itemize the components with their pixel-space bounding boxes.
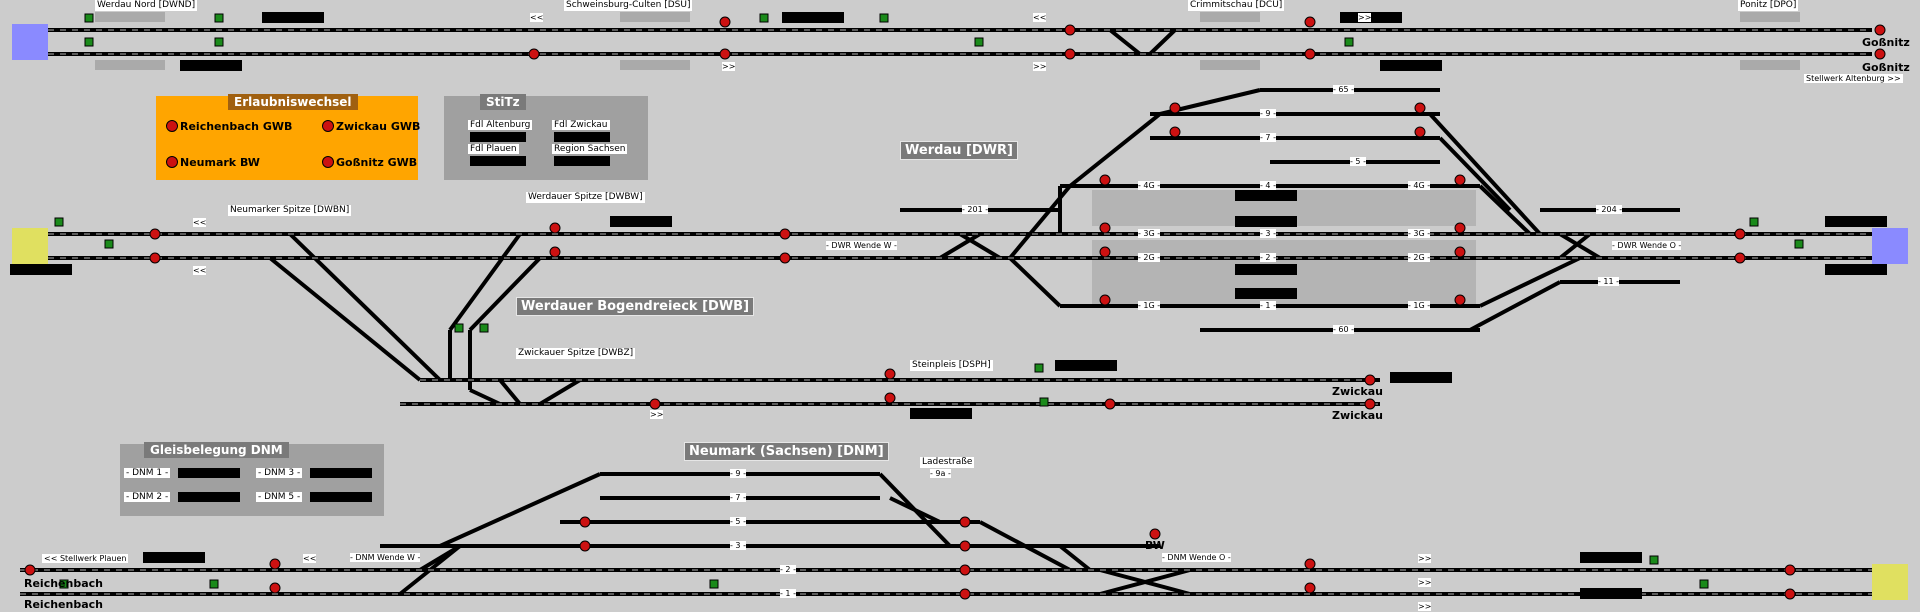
bw-label[interactable]: BW	[1145, 539, 1165, 552]
stitz-panel: StiTz Fdl Altenburg Fdl Zwickau Fdl Plau…	[444, 94, 648, 180]
gleisbelegung-title: Gleisbelegung DNM	[144, 442, 289, 458]
track-label-n5: - 5 -	[730, 517, 746, 526]
track-label-4: - 4 -	[1260, 181, 1276, 190]
station-label-dwnd: Werdau Nord [DWND]	[95, 0, 198, 11]
endpoint-block-west-mid[interactable]	[12, 228, 48, 264]
stitz-fdl-plauen-counter	[470, 156, 526, 166]
stitz-fdl-zwickau-counter	[554, 132, 610, 142]
arrow-left-4[interactable]: <<	[193, 266, 207, 275]
track-label-4g: - 4G -	[1138, 181, 1161, 190]
arrow-left-1[interactable]: <<	[530, 13, 544, 22]
station-label-dwbn: Neumarker Spitze [DWBN]	[228, 205, 352, 216]
arrow-right-3[interactable]: >>	[1033, 62, 1047, 71]
track-label-2g: - 2G -	[1138, 253, 1161, 262]
zwickau-endpoint-1[interactable]: Zwickau	[1332, 385, 1383, 398]
track-label-dnm-wende-o: - DNM Wende O -	[1162, 553, 1231, 562]
track-label-n1: - 1 -	[780, 589, 796, 598]
arrow-left-3[interactable]: <<	[193, 218, 207, 227]
arrow-right-6[interactable]: >>	[1418, 578, 1432, 587]
reichenbach-gwb-dot[interactable]	[166, 120, 178, 132]
track-label-204: - 204 -	[1596, 205, 1623, 214]
zwickau-gwb-dot[interactable]	[322, 120, 334, 132]
track-label-n9a: - 9a -	[930, 469, 951, 478]
station-label-dwbw: Werdauer Spitze [DWBW]	[526, 192, 645, 203]
stitz-title: StiTz	[480, 94, 526, 110]
track-label-3g: - 3G -	[1138, 229, 1161, 238]
track-label-n9: - 9 -	[730, 469, 746, 478]
reichenbach-endpoint-1[interactable]: Reichenbach	[24, 577, 103, 590]
stitz-fdl-altenburg-counter	[470, 132, 526, 142]
track-label-2: - 2 -	[1260, 253, 1276, 262]
station-label-dpo: Ponitz [DPO]	[1738, 0, 1799, 11]
track-label-3: - 3 -	[1260, 229, 1276, 238]
track-label-7: - 7 -	[1260, 133, 1276, 142]
arrow-right-4[interactable]: >>	[650, 410, 664, 419]
track-label-65: - 65 -	[1333, 85, 1355, 94]
area-title-dwr: Werdau [DWR]	[900, 141, 1018, 160]
zwickau-gwb-label[interactable]: Zwickau GWB	[336, 120, 421, 133]
station-label-dsph: Steinpleis [DSPH]	[910, 360, 993, 371]
gossnitz-gwb-dot[interactable]	[322, 156, 334, 168]
track-label-1g: - 1G -	[1138, 301, 1161, 310]
track-label-1: - 1 -	[1260, 301, 1276, 310]
dnm-2-counter	[178, 492, 240, 502]
dnm-1-label: - DNM 1 -	[124, 468, 171, 478]
track-label-5: - 5 -	[1350, 157, 1366, 166]
endpoint-block-east-bottom[interactable]	[1872, 564, 1908, 600]
dnm-3-label: - DNM 3 -	[256, 468, 303, 478]
station-label-dsu: Schweinsburg-Culten [DSU]	[564, 0, 693, 11]
stitz-region-sachsen: Region Sachsen	[552, 144, 628, 154]
arrow-left-2[interactable]: <<	[1033, 13, 1047, 22]
reichenbach-gwb-label[interactable]: Reichenbach GWB	[180, 120, 293, 133]
track-label-11: - 11 -	[1598, 277, 1620, 286]
area-title-dwb: Werdauer Bogendreieck [DWB]	[516, 297, 755, 316]
track-label-201: - 201 -	[962, 205, 989, 214]
track-label-n3: - 3 -	[730, 541, 746, 550]
dnm-3-counter	[310, 468, 372, 478]
stellwerk-altenburg-link[interactable]: Stellwerk Altenburg >>	[1804, 74, 1903, 83]
arrow-right-1[interactable]: >>	[1358, 13, 1372, 22]
neumark-bw-label[interactable]: Neumark BW	[180, 156, 260, 169]
track-label-n2: - 2 -	[780, 565, 796, 574]
erlaubniswechsel-panel: Erlaubniswechsel Reichenbach GWB Zwickau…	[156, 94, 421, 180]
endpoint-block-west-top[interactable]	[12, 24, 48, 60]
arrow-right-5[interactable]: >>	[1418, 554, 1432, 563]
dnm-5-counter	[310, 492, 372, 502]
zwickau-endpoint-2[interactable]: Zwickau	[1332, 409, 1383, 422]
arrow-left-5[interactable]: <<	[303, 554, 317, 563]
arrow-right-2[interactable]: >>	[722, 62, 736, 71]
dnm-2-label: - DNM 2 -	[124, 492, 171, 502]
track-label-dnm-wende-w: - DNM Wende W -	[350, 553, 421, 562]
gossnitz-gwb-label[interactable]: Goßnitz GWB	[336, 156, 418, 169]
stitz-fdl-plauen: Fdl Plauen	[468, 144, 519, 154]
stitz-fdl-zwickau: Fdl Zwickau	[552, 120, 610, 130]
stitz-fdl-altenburg: Fdl Altenburg	[468, 120, 533, 130]
erlaubniswechsel-title: Erlaubniswechsel	[228, 94, 358, 110]
stellwerk-plauen-link[interactable]: << Stellwerk Plauen	[42, 554, 129, 563]
neumark-bw-dot[interactable]	[166, 156, 178, 168]
track-label-1g-r: - 1G -	[1408, 301, 1431, 310]
reichenbach-endpoint-2[interactable]: Reichenbach	[24, 598, 103, 611]
station-label-dcu: Crimmitschau [DCU]	[1188, 0, 1285, 11]
track-label-9: - 9 -	[1260, 109, 1276, 118]
dnm-1-counter	[178, 468, 240, 478]
track-label-n7: - 7 -	[730, 493, 746, 502]
track-label-60: - 60 -	[1333, 325, 1355, 334]
dnm-5-label: - DNM 5 -	[256, 492, 303, 502]
arrow-right-7[interactable]: >>	[1418, 602, 1432, 611]
station-label-ladestrasse: Ladestraße	[920, 457, 975, 468]
track-label-dwr-wende-o: - DWR Wende O -	[1612, 241, 1682, 250]
track-label-2g-r: - 2G -	[1408, 253, 1431, 262]
stitz-region-sachsen-counter	[554, 156, 610, 166]
gossnitz-endpoint-2[interactable]: Goßnitz	[1862, 61, 1910, 74]
track-label-4g-r: - 4G -	[1408, 181, 1431, 190]
track-label-dwr-wende-w: - DWR Wende W -	[826, 241, 897, 250]
area-title-dnm: Neumark (Sachsen) [DNM]	[684, 442, 889, 461]
track-label-3g-r: - 3G -	[1408, 229, 1431, 238]
endpoint-block-east-mid[interactable]	[1872, 228, 1908, 264]
station-label-dwbz: Zwickauer Spitze [DWBZ]	[516, 348, 636, 359]
gleisbelegung-panel: Gleisbelegung DNM - DNM 1 - - DNM 3 - - …	[120, 442, 384, 516]
gossnitz-endpoint-1[interactable]: Goßnitz	[1862, 36, 1910, 49]
